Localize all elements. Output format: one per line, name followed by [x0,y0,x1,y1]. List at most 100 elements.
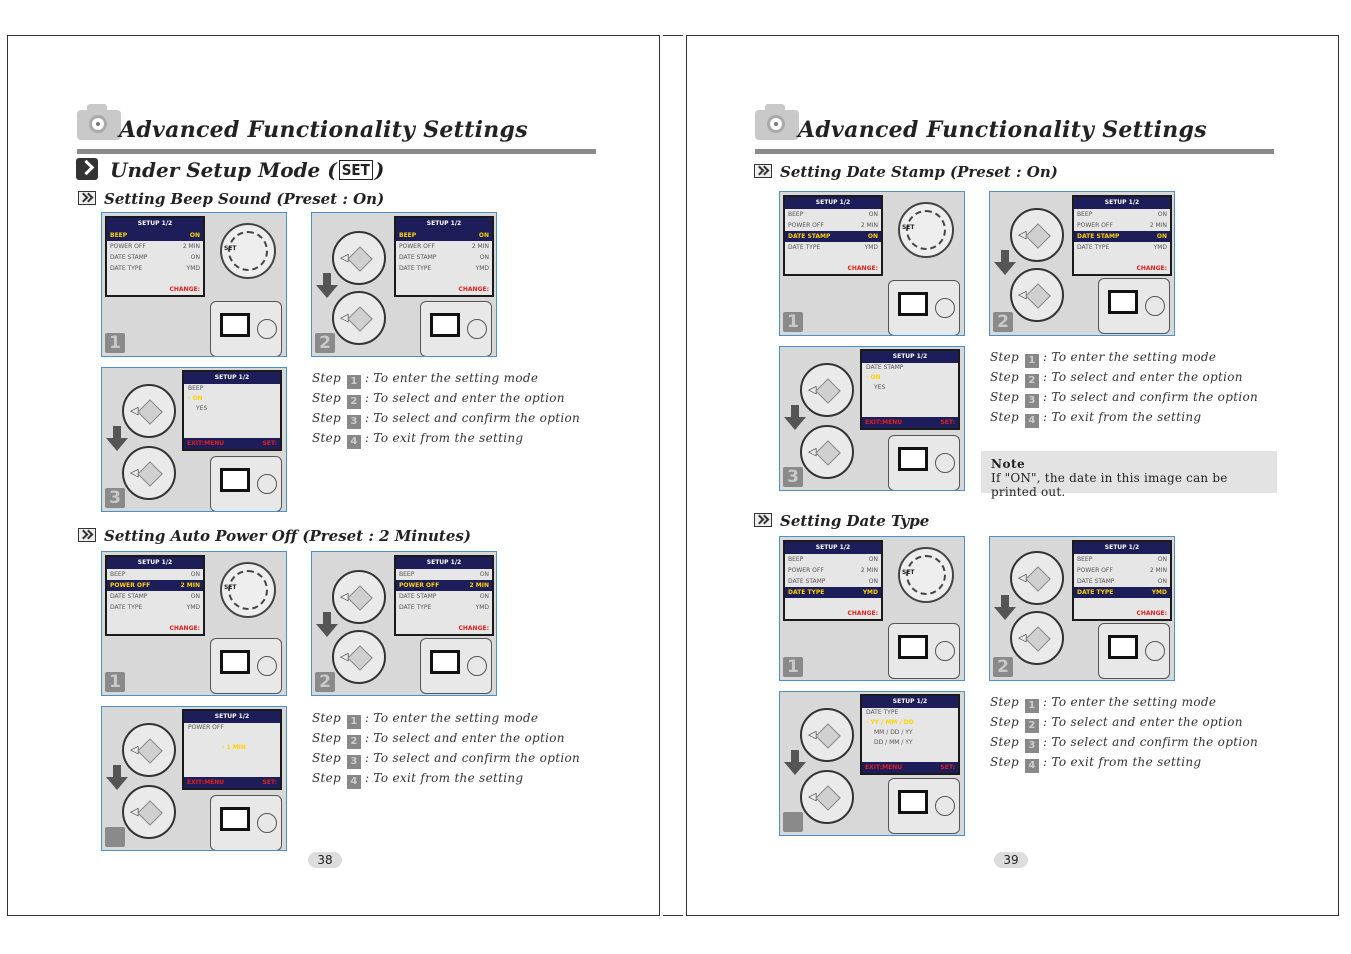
camera-back-icon [420,638,492,694]
step-number: 1 [105,333,125,353]
down-arrow-icon [994,595,1016,620]
step-number: 3 [105,488,125,508]
set-label: SET [338,160,373,180]
double-arrow-icon [754,164,772,178]
step-number: 3 [783,467,803,487]
dpad-icon [332,231,386,285]
double-arrow-icon [754,513,772,527]
lcd-change: CHANGE: [169,286,200,293]
dpad-icon [332,630,386,684]
dpad-icon [800,363,854,417]
beep-heading: Setting Beep Sound (Preset : On) [78,190,384,208]
title-rule [77,149,596,154]
right-page [686,35,1339,916]
dpad-icon [1010,268,1064,322]
stamp-panel-3: SETUP 1/2 DATE STAMP · ON YES EXIT:MENUS… [779,346,965,491]
type-heading: Setting Date Type [754,512,929,530]
step-number [105,827,125,847]
mode-dial-icon [898,202,954,258]
dpad-icon [800,708,854,762]
camera-back-icon [1098,623,1170,679]
down-arrow-icon [316,612,338,637]
step-number: 2 [993,312,1013,332]
dpad-icon [122,446,176,500]
section-title-text: Under Setup Mode ( [110,158,337,182]
page-title: Advanced Functionality Settings [798,117,1207,143]
step-number [783,812,803,832]
down-arrow-icon [106,426,128,451]
note-label: Note [991,457,1026,471]
type-heading-text: Setting Date Type [780,512,930,530]
camera-back-icon [888,280,960,335]
down-arrow-icon [784,750,806,775]
arrow-icon [76,158,98,180]
dpad-icon [1010,551,1064,605]
dpad-icon [332,570,386,624]
dpad-icon [800,770,854,824]
step-number: 2 [993,657,1013,677]
double-arrow-icon [78,191,96,205]
step-number: 2 [315,333,335,353]
power-heading-text: Setting Auto Power Off (Preset : 2 Minut… [104,527,471,545]
power-panel-3: SETUP 1/2 POWER OFF · 1 MIN EXIT:MENUSET… [101,706,287,851]
type-panel-3: SETUP 1/2 DATE TYPE · YY / MM / DD MM / … [779,691,965,836]
power-heading: Setting Auto Power Off (Preset : 2 Minut… [78,527,471,545]
dpad-icon [800,425,854,479]
camera-back-icon [210,795,282,850]
crop-mark [663,35,683,36]
camera-back-icon [888,778,960,834]
step-number: 2 [315,672,335,692]
title-rule [755,149,1274,154]
dpad-icon [122,723,176,777]
camera-back-icon [210,301,282,356]
camera-icon [77,104,121,140]
dpad-icon [332,291,386,345]
lcd-title: SETUP 1/2 [107,218,203,230]
page-title: Advanced Functionality Settings [119,117,528,143]
note-text: If "ON", the date in this image can be p… [991,471,1228,499]
camera-back-icon [1098,278,1170,334]
double-arrow-icon [78,528,96,542]
mode-dial-icon [220,223,276,279]
step-number: 1 [783,657,803,677]
down-arrow-icon [994,250,1016,275]
crop-mark [663,915,683,916]
stamp-heading-text: Setting Date Stamp (Preset : On) [780,163,1058,181]
camera-back-icon [210,638,282,694]
camera-back-icon [888,435,960,490]
down-arrow-icon [316,273,338,298]
beep-heading-text: Setting Beep Sound (Preset : On) [104,190,385,208]
left-page [7,35,660,916]
